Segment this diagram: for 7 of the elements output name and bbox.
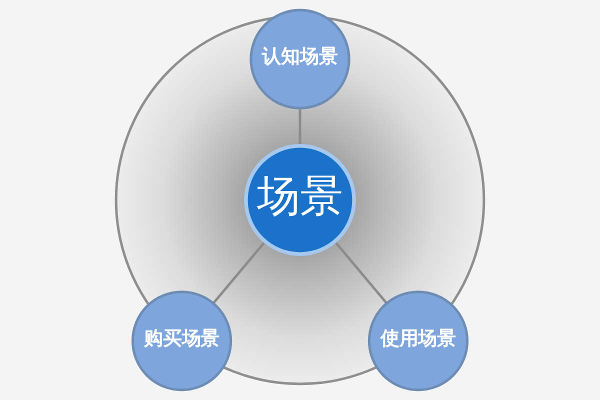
- connector: [334, 240, 388, 304]
- node-circle: 购买场景: [131, 290, 232, 392]
- connector: [298, 108, 302, 146]
- node-circle: 场景: [244, 144, 356, 256]
- node-circle: 使用场景: [368, 290, 469, 392]
- node-circle: 认知场景: [250, 8, 350, 110]
- connector: [212, 240, 266, 304]
